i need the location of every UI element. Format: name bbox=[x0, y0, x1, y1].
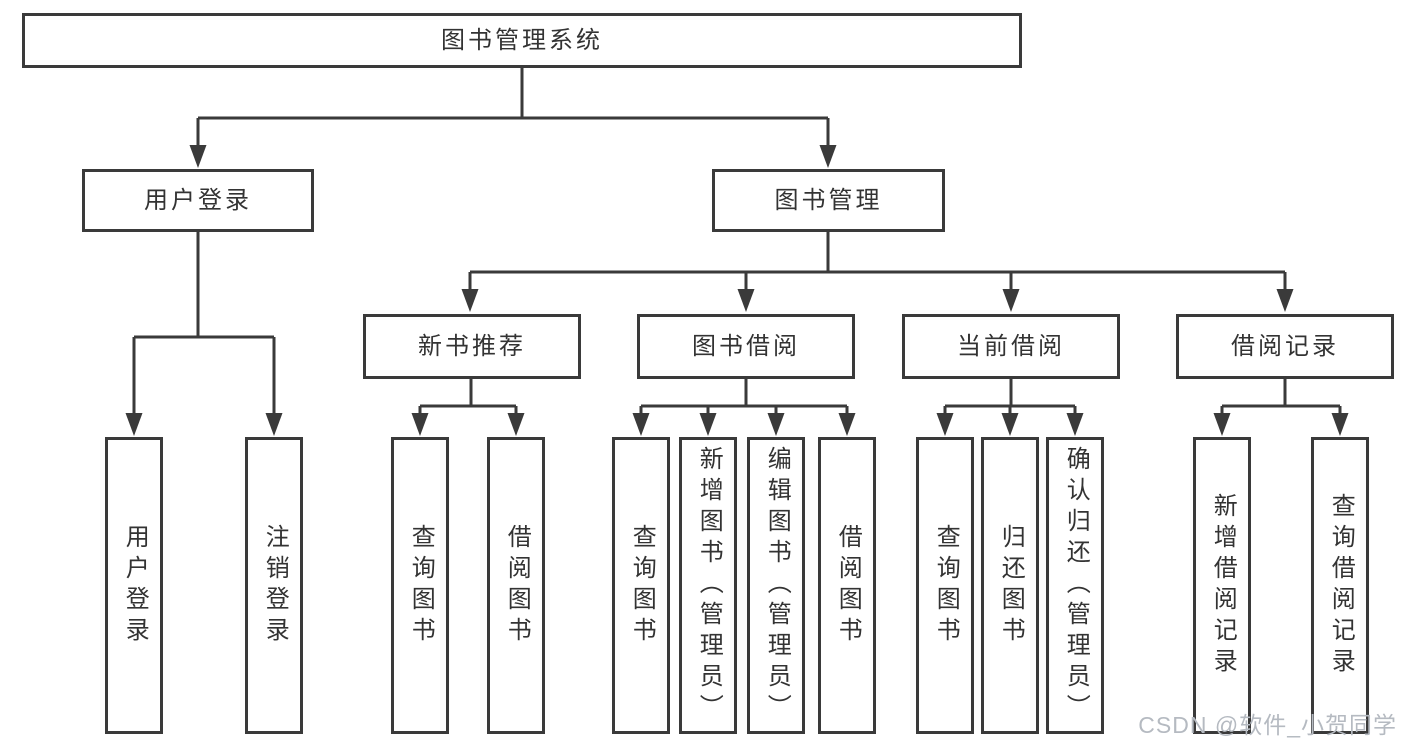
leaf-query-books-current: 查询图书 bbox=[916, 437, 974, 734]
node-borrow-records-label: 借阅记录 bbox=[1231, 332, 1339, 360]
leaf-borrow-books-recommend: 借阅图书 bbox=[487, 437, 545, 734]
node-current-borrow-label: 当前借阅 bbox=[957, 332, 1065, 360]
node-user-login-label: 用户登录 bbox=[144, 186, 252, 214]
node-new-book-recommend-label: 新书推荐 bbox=[418, 332, 526, 360]
leaf-confirm-return-admin-label: 确认归还（管理员） bbox=[1062, 446, 1090, 725]
node-book-borrow: 图书借阅 bbox=[637, 314, 855, 379]
node-root: 图书管理系统 bbox=[22, 13, 1022, 68]
node-current-borrow: 当前借阅 bbox=[902, 314, 1120, 379]
csdn-watermark: CSDN @软件_小贺同学 bbox=[1138, 712, 1397, 738]
leaf-return-book-label: 归还图书 bbox=[997, 523, 1025, 648]
leaf-query-borrow-record-label: 查询借阅记录 bbox=[1327, 492, 1355, 679]
node-new-book-recommend: 新书推荐 bbox=[363, 314, 581, 379]
leaf-add-borrow-record-label: 新增借阅记录 bbox=[1209, 492, 1237, 679]
node-book-management: 图书管理 bbox=[712, 169, 945, 232]
node-book-borrow-label: 图书借阅 bbox=[692, 332, 800, 360]
leaf-logout: 注销登录 bbox=[245, 437, 303, 734]
leaf-query-books-borrow: 查询图书 bbox=[612, 437, 670, 734]
leaf-query-books-recommend: 查询图书 bbox=[391, 437, 449, 734]
node-book-management-label: 图书管理 bbox=[774, 186, 883, 214]
leaf-logout-label: 注销登录 bbox=[261, 523, 289, 648]
node-root-label: 图书管理系统 bbox=[441, 26, 603, 54]
leaf-return-book: 归还图书 bbox=[981, 437, 1039, 734]
leaf-add-book-admin: 新增图书（管理员） bbox=[679, 437, 737, 734]
leaf-query-books-current-label: 查询图书 bbox=[932, 523, 960, 648]
leaf-user-login-label: 用户登录 bbox=[121, 523, 149, 648]
node-user-login: 用户登录 bbox=[82, 169, 314, 232]
leaf-query-books-borrow-label: 查询图书 bbox=[628, 523, 656, 648]
leaf-user-login: 用户登录 bbox=[105, 437, 163, 734]
leaf-edit-book-admin-label: 编辑图书（管理员） bbox=[763, 446, 791, 725]
leaf-query-borrow-record: 查询借阅记录 bbox=[1311, 437, 1369, 734]
leaf-query-books-recommend-label: 查询图书 bbox=[407, 523, 435, 648]
leaf-confirm-return-admin: 确认归还（管理员） bbox=[1046, 437, 1104, 734]
leaf-add-borrow-record: 新增借阅记录 bbox=[1193, 437, 1251, 734]
leaf-edit-book-admin: 编辑图书（管理员） bbox=[747, 437, 805, 734]
leaf-add-book-admin-label: 新增图书（管理员） bbox=[695, 446, 723, 725]
leaf-borrow-books-recommend-label: 借阅图书 bbox=[503, 523, 531, 648]
leaf-borrow-books: 借阅图书 bbox=[818, 437, 876, 734]
leaf-borrow-books-label: 借阅图书 bbox=[834, 523, 862, 648]
node-borrow-records: 借阅记录 bbox=[1176, 314, 1394, 379]
